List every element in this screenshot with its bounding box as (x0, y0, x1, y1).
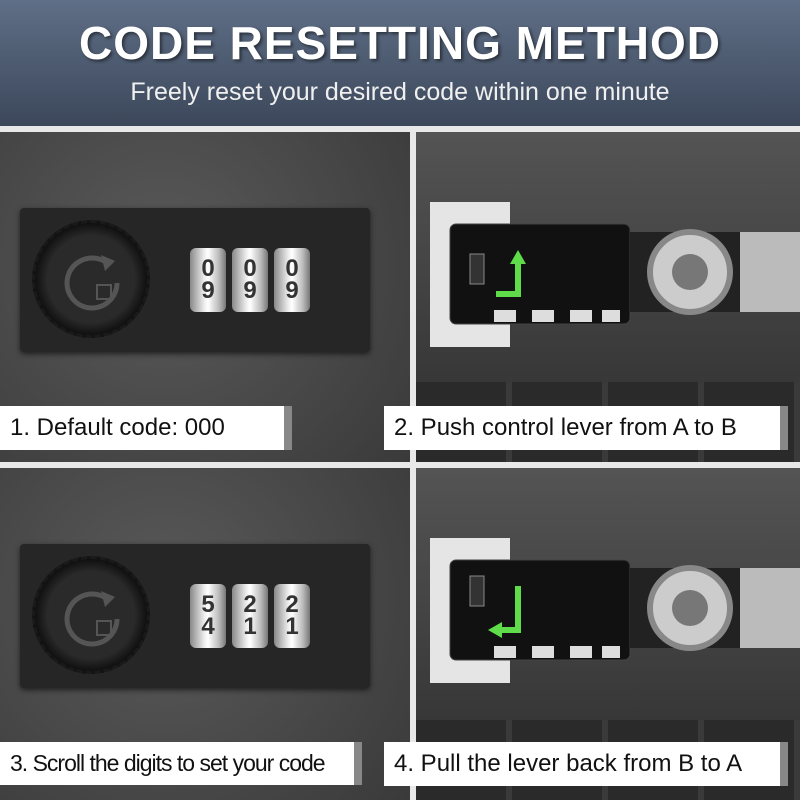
step-1-label: 1. Default code: 000 (0, 406, 292, 450)
lock-knob (32, 556, 150, 674)
step-3-label: 3. Scroll the digits to set your code (0, 742, 362, 785)
arrow-down-left-icon (500, 586, 521, 633)
lock-mechanism (430, 202, 800, 347)
lock-mechanism (430, 538, 800, 683)
step-2-label: 2. Push control lever from A to B (384, 406, 788, 450)
rotate-arrow-icon (64, 255, 120, 311)
step-4-label: 4. Pull the lever back from B to A (384, 742, 788, 786)
page-subtitle: Freely reset your desired code within on… (130, 78, 670, 106)
arrow-up-icon (496, 262, 521, 297)
lock-knob (32, 220, 150, 338)
rotate-arrow-icon (64, 591, 120, 647)
header-banner: CODE RESETTING METHOD Freely reset your … (0, 0, 800, 126)
page-title: CODE RESETTING METHOD (78, 17, 722, 69)
